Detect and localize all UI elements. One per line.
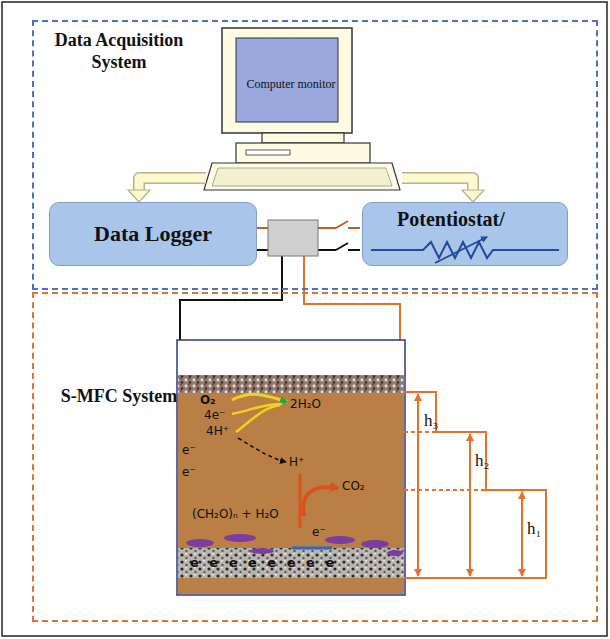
region-heading: S-MFC System [44,386,194,408]
data-arrow [128,178,206,202]
data-arrow [402,178,484,202]
chemistry-label: 4H⁺ [206,425,229,438]
drawn-ellipse [186,539,214,547]
drawn-line [336,221,348,228]
chemistry-label: (CH₂O)ₙ + H₂O [192,508,279,521]
drawn-line [404,489,486,491]
drawn-path [462,190,484,202]
drawn-line [348,249,360,251]
drawn-path [139,178,206,191]
drawn-path [204,163,400,190]
box-title: Potentiostat/ [397,208,505,231]
chemistry-label: CO₂ [342,480,365,493]
drawn-path [303,487,338,516]
drawn-line [521,492,523,576]
chemistry-label: e⁻ [182,444,196,457]
system-region: S-MFC System [32,292,598,622]
chemistry-label: 2H₂O [290,398,321,411]
drawn-rect [246,150,290,155]
drawn-ellipse [224,534,256,542]
screen-label: Computer monitor [242,44,340,124]
chemistry-label: 4e⁻ [204,409,225,422]
drawn-path [128,190,150,202]
drawn-rect [178,578,404,594]
drawn-path [212,168,392,186]
drawn-ellipse [325,536,355,544]
drawn-polyline [404,392,546,578]
drawn-path [371,242,559,258]
dimension-label: h₁ [527,520,541,539]
region-heading: Data Acquisition System [44,30,194,73]
drawn-rect [222,28,352,133]
drawn-line [318,227,336,229]
chemistry-label: e⁻ [182,466,196,479]
system-region: Data Acquisition System Computer monitorD… [32,20,598,290]
height-dimensions [404,392,546,578]
drawn-path [238,438,286,462]
drawn-path [139,178,206,191]
drawn-rect [178,393,404,548]
drawn-line [417,394,419,576]
drawn-rect [262,133,344,143]
drawn-polyline [304,256,400,340]
drawn-ellipse [387,550,403,556]
chemistry-label: H⁺ [289,456,304,469]
drawn-path [402,178,473,191]
box-title: Data Logger [94,221,212,247]
junction-box [268,220,318,256]
drawn-ellipse [250,548,274,554]
chemistry-label: e e e e e e e e [190,556,337,570]
drawn-line [348,227,360,229]
drawn-rect [178,375,404,393]
dimension-label: h₃ [424,412,438,431]
chemistry-label: e⁻ [312,526,326,539]
drawn-line [469,434,471,576]
computer-icon [204,28,400,190]
drawn-path [236,405,280,432]
drawn-line [292,547,332,550]
data-logger-box: Data Logger [49,202,257,266]
smfc-cell [177,340,405,595]
computer-monitor: Computer monitor [206,30,402,192]
drawn-line [336,243,348,250]
drawn-rect [178,548,404,578]
chemistry-label: O₂ [200,394,215,407]
drawn-ellipse [361,540,389,548]
drawn-line [404,431,436,433]
drawn-rect [236,143,370,163]
drawn-line [318,249,336,251]
dimension-label: h₂ [475,452,489,471]
drawn-path [232,394,288,402]
drawn-rect [177,340,405,595]
drawn-line [299,474,302,528]
drawn-line [435,237,487,263]
drawn-path [402,178,473,191]
potentiostat-box: Potentiostat/ [362,202,568,266]
